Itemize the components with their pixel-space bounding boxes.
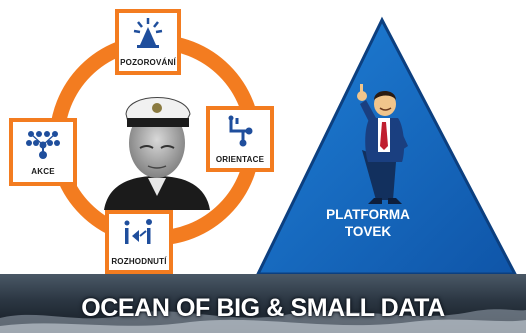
stage-box-orientace: ORIENTACE — [206, 106, 274, 172]
platform-label-line1: PLATFORMA — [326, 207, 410, 222]
stage-label-akce: AKCE — [31, 167, 55, 176]
lighthouse-icon — [133, 18, 163, 48]
decision-icon — [124, 219, 152, 244]
platform-label-line2: TOVEK — [344, 224, 392, 239]
stage-label-rozhodnuti: ROZHODNUTÍ — [111, 257, 167, 266]
stage-box-akce: AKCE — [9, 118, 77, 186]
stage-box-pozorovani: POZOROVÁNÍ — [115, 9, 181, 75]
stage-box-rozhodnuti: ROZHODNUTÍ — [105, 210, 173, 274]
stage-label-orientace: ORIENTACE — [215, 155, 265, 164]
platform-label: PLATFORMA TOVEK — [303, 206, 433, 240]
pointing-man-illustration — [357, 84, 408, 204]
stage-label-pozorovani: POZOROVÁNÍ — [120, 58, 176, 67]
network-nodes-icon — [26, 131, 60, 159]
officer-portrait — [97, 82, 217, 214]
orientation-icon — [228, 115, 253, 147]
ocean-title: OCEAN OF BIG & SMALL DATA — [81, 294, 445, 322]
